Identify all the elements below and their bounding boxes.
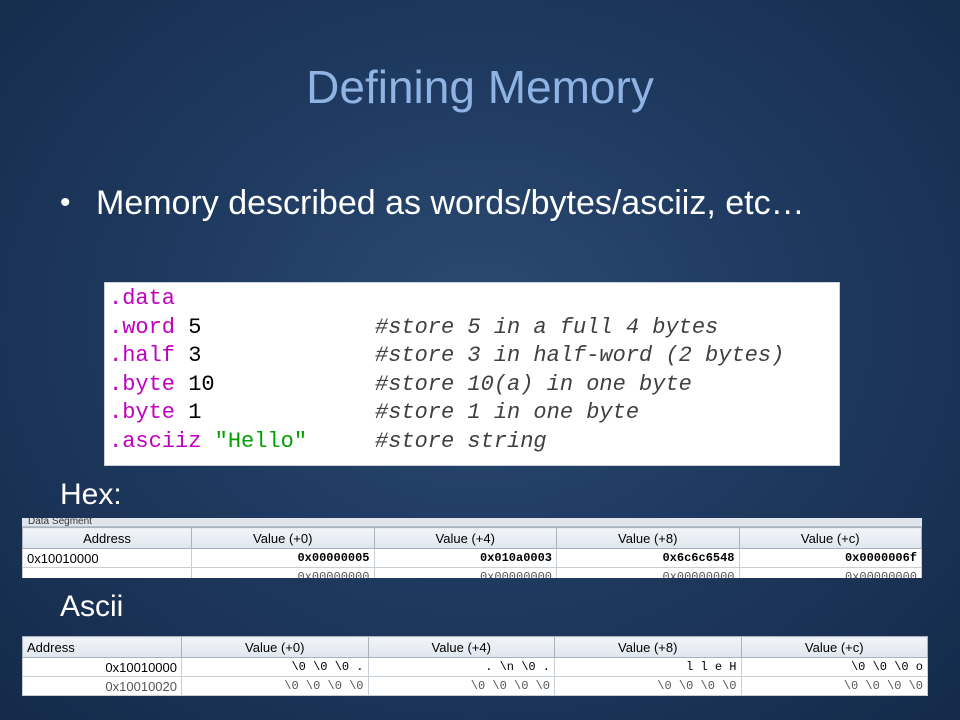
- column-header[interactable]: Address: [22, 527, 192, 549]
- table-row[interactable]: 0x10010000 0x00000005 0x010a0003 0x6c6c6…: [22, 548, 922, 568]
- segment-title: Data Segment: [22, 518, 922, 527]
- table-row[interactable]: 0x00000000 0x00000000 0x00000000 0x00000…: [22, 567, 922, 578]
- code-arg: 10: [188, 371, 215, 397]
- column-header[interactable]: Value (+4): [367, 636, 555, 658]
- column-header[interactable]: Value (+0): [181, 636, 369, 658]
- code-directive: .data: [109, 286, 176, 311]
- value-cell[interactable]: 0x00000000: [373, 567, 557, 578]
- code-line: .byte 10 #store 10(a) in one byte: [109, 371, 839, 400]
- code-directive: .byte: [109, 371, 176, 397]
- value-cell[interactable]: \0 \0 \0 \0: [181, 676, 369, 696]
- code-directive: .asciiz: [109, 428, 202, 454]
- code-comment: #store 5 in a full 4 bytes: [375, 314, 719, 340]
- code-arg: 1: [188, 400, 202, 425]
- value-cell[interactable]: \0 \0 \0 o: [740, 657, 928, 677]
- value-cell[interactable]: 0x00000005: [191, 548, 375, 568]
- bullet-text: Memory described as words/bytes/asciiz, …: [96, 184, 805, 222]
- value-cell[interactable]: \0 \0 \0 .: [181, 657, 369, 677]
- code-directive: .half: [109, 343, 176, 368]
- code-string: "Hello": [214, 428, 308, 454]
- value-cell[interactable]: 0x00000000: [738, 567, 922, 578]
- column-header[interactable]: Address: [22, 636, 182, 658]
- code-line: .data: [109, 285, 839, 314]
- value-cell[interactable]: 0x00000000: [191, 567, 375, 578]
- address-cell[interactable]: [22, 567, 192, 578]
- table-row[interactable]: 0x10010000 \0 \0 \0 . . \n \0 . l l e H …: [22, 657, 928, 677]
- code-comment: #store string: [375, 428, 547, 454]
- code-arg: 3: [188, 343, 202, 368]
- ascii-memory-table: Address Value (+0) Value (+4) Value (+8)…: [22, 636, 928, 696]
- code-line: .half 3 #store 3 in half-word (2 bytes): [109, 342, 839, 371]
- value-cell[interactable]: 0x6c6c6548: [556, 548, 740, 568]
- column-header[interactable]: Value (+4): [373, 527, 557, 549]
- value-cell[interactable]: . \n \0 .: [367, 657, 555, 677]
- code-arg: 5: [188, 314, 202, 340]
- column-header[interactable]: Value (+8): [554, 636, 742, 658]
- bullet-dot-icon: •: [60, 186, 71, 219]
- slide-title: Defining Memory: [306, 61, 654, 113]
- column-header[interactable]: Value (+c): [738, 527, 922, 549]
- ascii-label: Ascii: [60, 590, 124, 623]
- code-directive: .word: [109, 314, 176, 340]
- address-cell[interactable]: 0x10010000: [22, 657, 182, 677]
- address-cell[interactable]: 0x10010020: [22, 676, 182, 696]
- code-line: .asciiz "Hello" #store string: [109, 428, 839, 457]
- value-cell[interactable]: \0 \0 \0 \0: [740, 676, 928, 696]
- code-line: .byte 1 #store 1 in one byte: [109, 399, 839, 428]
- value-cell[interactable]: \0 \0 \0 \0: [367, 676, 555, 696]
- code-comment: #store 10(a) in one byte: [375, 371, 692, 397]
- code-line: .word 5 #store 5 in a full 4 bytes: [109, 314, 839, 343]
- value-cell[interactable]: 0x010a0003: [373, 548, 557, 568]
- table-row[interactable]: 0x10010020 \0 \0 \0 \0 \0 \0 \0 \0 \0 \0…: [22, 676, 928, 696]
- code-directive: .byte: [109, 400, 176, 425]
- code-comment: #store 3 in half-word (2 bytes): [375, 343, 785, 368]
- code-snippet: .data .word 5#store 5 in a full 4 bytes …: [104, 282, 840, 466]
- column-header[interactable]: Value (+8): [556, 527, 740, 549]
- value-cell[interactable]: \0 \0 \0 \0: [554, 676, 742, 696]
- code-comment: #store 1 in one byte: [375, 400, 640, 425]
- column-header[interactable]: Value (+c): [740, 636, 928, 658]
- value-cell[interactable]: 0x00000000: [556, 567, 740, 578]
- value-cell[interactable]: 0x0000006f: [738, 548, 922, 568]
- address-cell[interactable]: 0x10010000: [22, 548, 192, 568]
- hex-memory-table: Data Segment Address Value (+0) Value (+…: [22, 518, 922, 578]
- hex-label: Hex:: [60, 478, 122, 511]
- column-header[interactable]: Value (+0): [191, 527, 375, 549]
- value-cell[interactable]: l l e H: [554, 657, 742, 677]
